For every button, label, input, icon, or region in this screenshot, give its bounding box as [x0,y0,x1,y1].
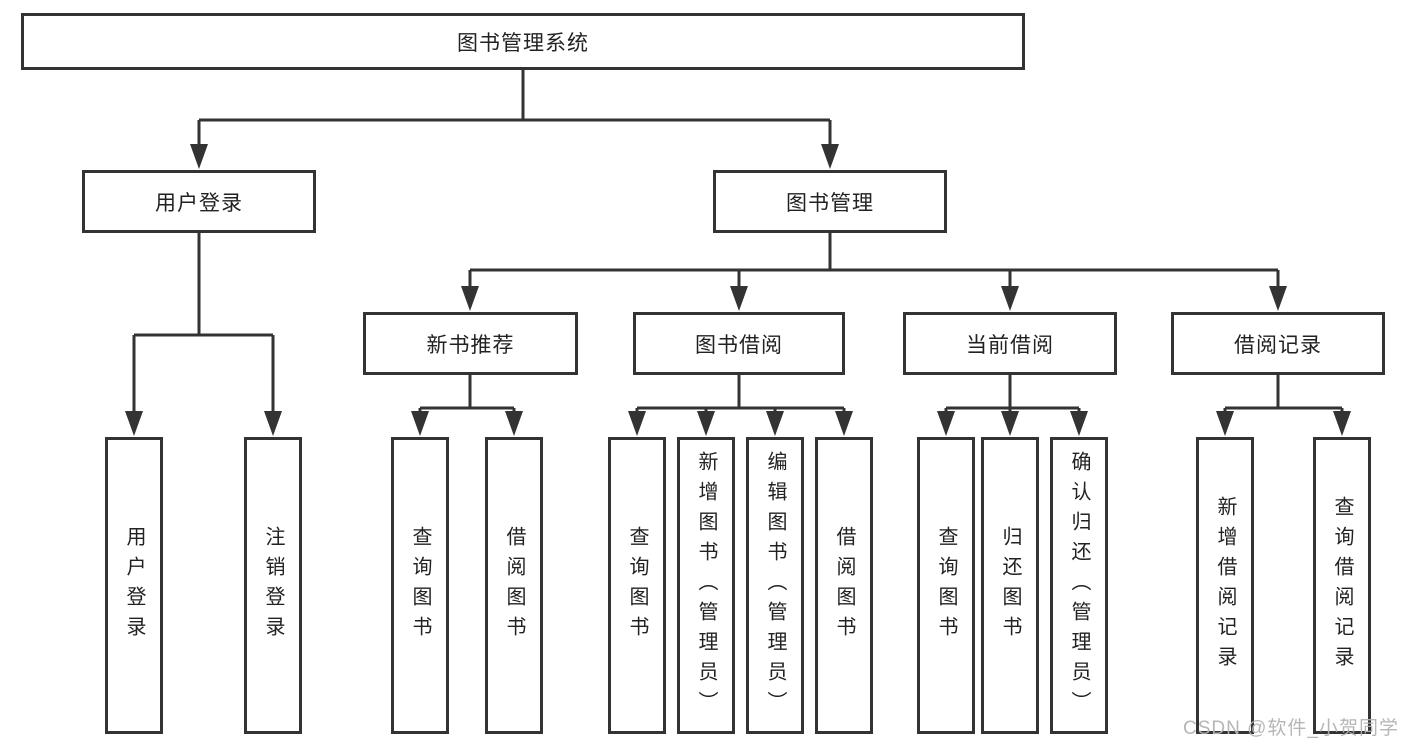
arrowheads [125,144,1351,436]
node-label: 查询图书 [935,525,957,646]
node-label: 新增借阅记录 [1214,495,1236,676]
leaf-logout-login: 注销登录 [244,437,302,734]
node-new-book-recommendation: 新书推荐 [363,312,578,375]
leaf-confirm-return-admin: 确认归还（管理员） [1050,437,1108,734]
node-current-borrowing: 当前借阅 [903,312,1117,375]
node-label: 查询图书 [409,525,431,646]
leaf-borrow-books-recommend: 借阅图书 [485,437,543,734]
leaf-add-borrow-record: 新增借阅记录 [1196,437,1254,734]
leaf-search-borrow-record: 查询借阅记录 [1313,437,1371,734]
node-label: 图书借阅 [695,333,783,357]
node-label: 借阅图书 [503,525,525,646]
leaf-edit-books-admin: 编辑图书（管理员） [746,437,804,734]
leaf-return-books: 归还图书 [981,437,1039,734]
node-borrowing-records: 借阅记录 [1171,312,1385,375]
node-label: 新增图书（管理员） [695,450,717,721]
node-label: 用户登录 [123,525,145,646]
node-label: 归还图书 [999,525,1021,646]
node-label: 注销登录 [262,525,284,646]
node-label: 用户登录 [155,191,243,215]
node-label: 编辑图书（管理员） [764,450,786,721]
node-label: 查询借阅记录 [1331,495,1353,676]
leaf-search-books-recommend: 查询图书 [391,437,449,734]
node-label: 图书管理系统 [457,31,589,55]
node-label: 图书管理 [786,191,874,215]
leaf-user-login: 用户登录 [105,437,163,734]
node-label: 查询图书 [626,525,648,646]
node-book-borrowing: 图书借阅 [633,312,845,375]
node-root-library-system: 图书管理系统 [21,13,1025,70]
node-label: 当前借阅 [966,333,1054,357]
node-label: 借阅图书 [833,525,855,646]
leaf-borrow-books: 借阅图书 [815,437,873,734]
node-book-management: 图书管理 [713,170,947,233]
node-label: 新书推荐 [426,333,515,357]
node-label: 确认归还（管理员） [1068,450,1090,721]
node-user-login: 用户登录 [82,170,316,233]
node-label: 借阅记录 [1234,333,1322,357]
leaf-search-books-current: 查询图书 [917,437,975,734]
csdn-watermark: CSDN @软件_小贺同学 [1183,718,1399,739]
leaf-add-books-admin: 新增图书（管理员） [677,437,735,734]
leaf-search-books-borrowing: 查询图书 [608,437,666,734]
